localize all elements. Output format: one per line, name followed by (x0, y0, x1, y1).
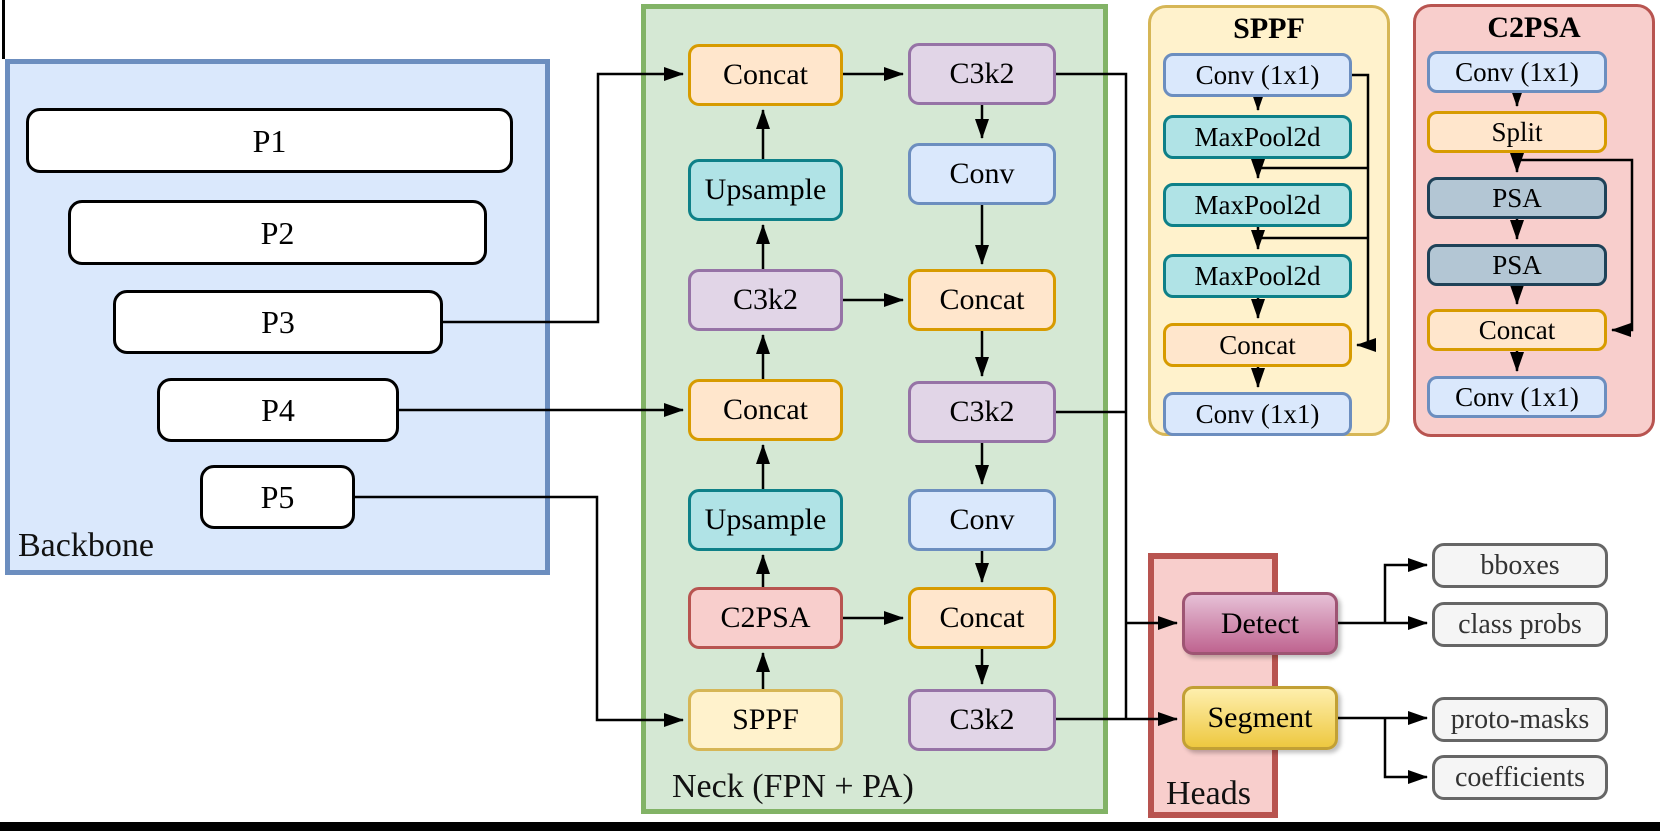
neck-c3k2-out-p4: C3k2 (908, 381, 1056, 443)
sppf-maxpool-1: MaxPool2d (1163, 115, 1352, 159)
backbone-level-p1: P1 (26, 108, 513, 173)
sppf-maxpool-2: MaxPool2d (1163, 183, 1352, 227)
sppf-conv1x1-in: Conv (1x1) (1163, 53, 1352, 97)
neck-c3k2-out-p3: C3k2 (908, 43, 1056, 105)
c2psa-conv1x1-out: Conv (1x1) (1427, 376, 1607, 418)
sppf-maxpool-3: MaxPool2d (1163, 254, 1352, 298)
c2psa-concat: Concat (1427, 309, 1607, 351)
neck-conv-1: Conv (908, 143, 1056, 205)
neck-upsample-1: Upsample (688, 159, 843, 221)
neck-concat-right-1: Concat (908, 269, 1056, 331)
c2psa-psa-1: PSA (1427, 177, 1607, 219)
detect-head: Detect (1182, 592, 1338, 655)
backbone-level-p2: P2 (68, 200, 487, 265)
neck-concat-mid: Concat (688, 379, 843, 441)
neck-concat-top: Concat (688, 44, 843, 106)
c2psa-detail-title: C2PSA (1487, 11, 1581, 44)
neck-label: Neck (FPN + PA) (672, 768, 914, 805)
frame-edge-left (2, 0, 5, 59)
backbone-level-p5: P5 (200, 465, 355, 529)
segment-head: Segment (1182, 686, 1338, 750)
output-class-probs: class probs (1432, 602, 1608, 647)
neck-sppf-block: SPPF (688, 689, 843, 751)
frame-bottom-bar (0, 822, 1660, 831)
output-bboxes: bboxes (1432, 543, 1608, 588)
neck-c3k2-left: C3k2 (688, 269, 843, 331)
sppf-detail-title: SPPF (1233, 12, 1305, 45)
backbone-level-p3: P3 (113, 290, 443, 354)
neck-upsample-2: Upsample (688, 489, 843, 551)
neck-c2psa-block: C2PSA (688, 587, 843, 649)
sppf-concat: Concat (1163, 323, 1352, 367)
c2psa-conv1x1-in: Conv (1x1) (1427, 51, 1607, 93)
c2psa-split: Split (1427, 111, 1607, 153)
neck-concat-right-2: Concat (908, 587, 1056, 649)
output-proto-masks: proto-masks (1432, 697, 1608, 742)
sppf-conv1x1-out: Conv (1x1) (1163, 392, 1352, 436)
neck-c3k2-out-p5: C3k2 (908, 689, 1056, 751)
backbone-level-p4: P4 (157, 378, 399, 442)
heads-label: Heads (1166, 775, 1251, 812)
backbone-label: Backbone (18, 527, 154, 564)
neck-conv-2: Conv (908, 489, 1056, 551)
output-coefficients: coefficients (1432, 755, 1608, 800)
c2psa-psa-2: PSA (1427, 244, 1607, 286)
